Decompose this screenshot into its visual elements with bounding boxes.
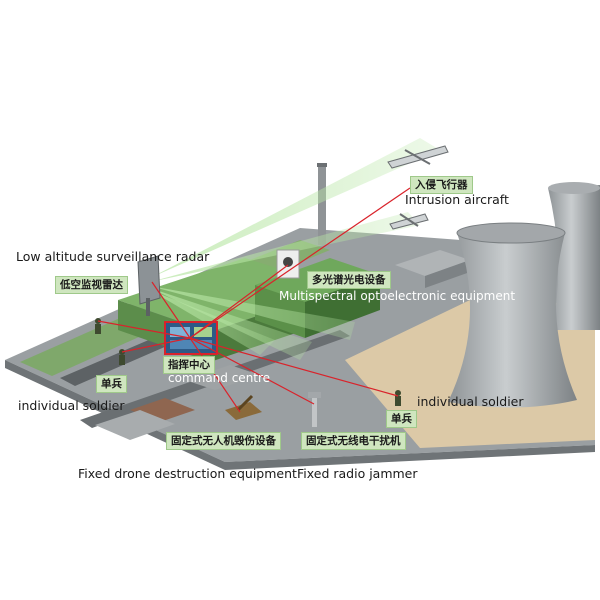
chimney	[318, 165, 326, 245]
intrusion-drone-1	[387, 145, 449, 169]
soldier-right-label-cn: 单兵	[386, 410, 417, 428]
drone-destruct-label-cn: 固定式无人机毁伤设备	[166, 432, 281, 450]
radar-label-cn: 低空监视雷达	[55, 276, 128, 294]
radar-mast	[146, 298, 150, 316]
radar-panel	[137, 255, 161, 305]
intrusion-drone-2	[389, 213, 429, 230]
building-a	[395, 250, 470, 276]
radar-beam-low1	[150, 286, 355, 340]
ground-edge-front	[225, 445, 595, 470]
chimney-top	[317, 163, 327, 167]
jammer-label-en: Fixed radio jammer	[297, 466, 418, 481]
building-d	[185, 365, 260, 390]
intrusion-label-cn: 入侵飞行器	[410, 176, 473, 194]
lawn	[20, 318, 150, 376]
jammer-label-cn: 固定式无线电干扰机	[301, 432, 406, 450]
radar-beam-top	[150, 138, 440, 278]
soldier-left-label-en: individual soldier	[18, 398, 125, 413]
cooling-tower-rim	[456, 222, 566, 244]
radio-jammer-mast	[308, 392, 321, 427]
soldier-left-label-cn: 单兵	[96, 375, 127, 393]
radar-beam-mid	[150, 212, 420, 282]
intrusion-label-en: Intrusion aircraft	[405, 192, 509, 207]
command-label-cn: 指挥中心	[163, 356, 215, 374]
cooling-tower-front	[448, 233, 577, 408]
soldier-figure-3	[395, 390, 401, 406]
optical-label-en: Multispectral optoelectronic equipment	[279, 289, 516, 303]
soldier-right-label-en: individual soldier	[417, 394, 524, 409]
cooling-tower-back	[548, 185, 600, 330]
drone-destruct-label-en: Fixed drone destruction equipment	[78, 466, 297, 481]
building-a-side	[425, 260, 470, 288]
optical-label-cn: 多光谱光电设备	[307, 271, 391, 289]
building-c	[95, 410, 175, 440]
radar-label-en: Low altitude surveillance radar	[16, 249, 210, 264]
command-label-en: command centre	[168, 371, 271, 385]
command-links	[97, 187, 411, 413]
soldier-figure-1	[95, 318, 101, 334]
drone-destruction-device	[225, 394, 262, 420]
